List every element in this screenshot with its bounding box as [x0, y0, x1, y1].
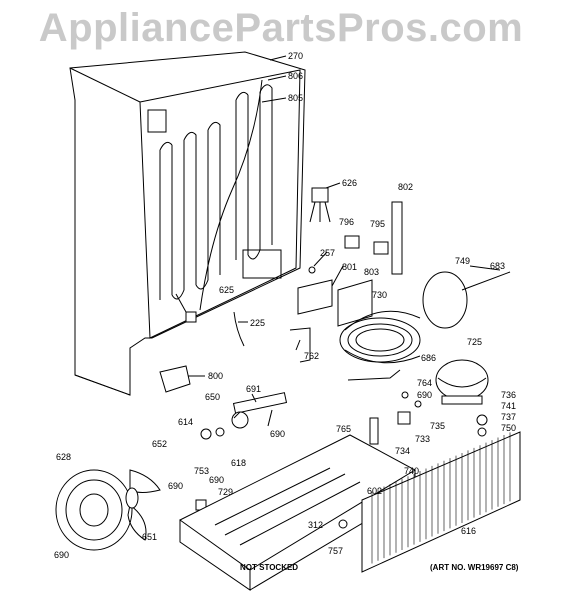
- part-626-label: 626: [342, 178, 358, 188]
- part-765-label: 765: [336, 424, 352, 434]
- part-796-label: 796: [339, 217, 355, 227]
- not-stocked-note: NOT STOCKED: [240, 563, 299, 572]
- part-805-label: 805: [288, 93, 304, 103]
- part-628-label: 628: [56, 452, 72, 462]
- rear-grille: [361, 431, 521, 573]
- part-729-label: 729: [218, 487, 234, 497]
- part-802-label: 802: [398, 182, 414, 192]
- part-691-label: 691: [246, 384, 262, 394]
- part-690-e-label: 690: [54, 550, 70, 560]
- part-257-label: 257: [320, 248, 336, 258]
- leader-lines: [175, 55, 501, 427]
- part-757-label: 757: [328, 546, 344, 556]
- control-board-assembly: [297, 187, 403, 327]
- part-740-label: 740: [404, 466, 420, 476]
- art-number: (ART NO. WR19697 C8): [430, 563, 519, 572]
- part-690-d-label: 690: [209, 475, 225, 485]
- part-312-label: 312: [308, 520, 324, 530]
- part-762-label: 762: [304, 351, 320, 361]
- part-690-label: 690: [417, 390, 433, 400]
- part-650-label: 650: [205, 392, 221, 402]
- part-270-label: 270: [288, 51, 304, 61]
- part-803-label: 803: [364, 267, 380, 277]
- part-725-label: 725: [467, 337, 483, 347]
- part-750-label: 750: [501, 423, 517, 433]
- part-690-c-label: 690: [168, 481, 184, 491]
- part-753-label: 753: [194, 466, 210, 476]
- watermark: AppliancePartsPros.com: [38, 6, 524, 50]
- part-795-label: 795: [370, 219, 386, 229]
- part-736-label: 736: [501, 390, 517, 400]
- part-735-label: 735: [430, 421, 446, 431]
- cabinet-back-panel: [69, 51, 306, 396]
- part-690-b-label: 690: [270, 429, 286, 439]
- part-800-label: 800: [208, 371, 224, 381]
- part-618-label: 618: [231, 458, 247, 468]
- condenser-coil: [289, 310, 421, 364]
- part-733-label: 733: [415, 434, 431, 444]
- part-764-label: 764: [417, 378, 433, 388]
- part-652-label: 652: [152, 439, 168, 449]
- part-225-label: 225: [250, 318, 266, 328]
- part-614-label: 614: [178, 417, 194, 427]
- small-components: [159, 311, 488, 529]
- part-737-label: 737: [501, 412, 517, 422]
- part-616-label: 616: [461, 526, 477, 536]
- part-806-label: 806: [288, 71, 304, 81]
- shroud-disc: [422, 271, 511, 329]
- part-741-label: 741: [501, 401, 517, 411]
- part-730-label: 730: [372, 290, 388, 300]
- fan-assembly: [55, 469, 161, 551]
- part-734-label: 734: [395, 446, 411, 456]
- part-683-label: 683: [490, 261, 506, 271]
- part-625-label: 625: [219, 285, 235, 295]
- part-801-label: 801: [342, 262, 358, 272]
- part-686-label: 686: [421, 353, 437, 363]
- part-749-label: 749: [455, 256, 471, 266]
- compressor: [347, 359, 489, 405]
- part-602-label: 602: [367, 486, 383, 496]
- part-651-label: 651: [142, 532, 158, 542]
